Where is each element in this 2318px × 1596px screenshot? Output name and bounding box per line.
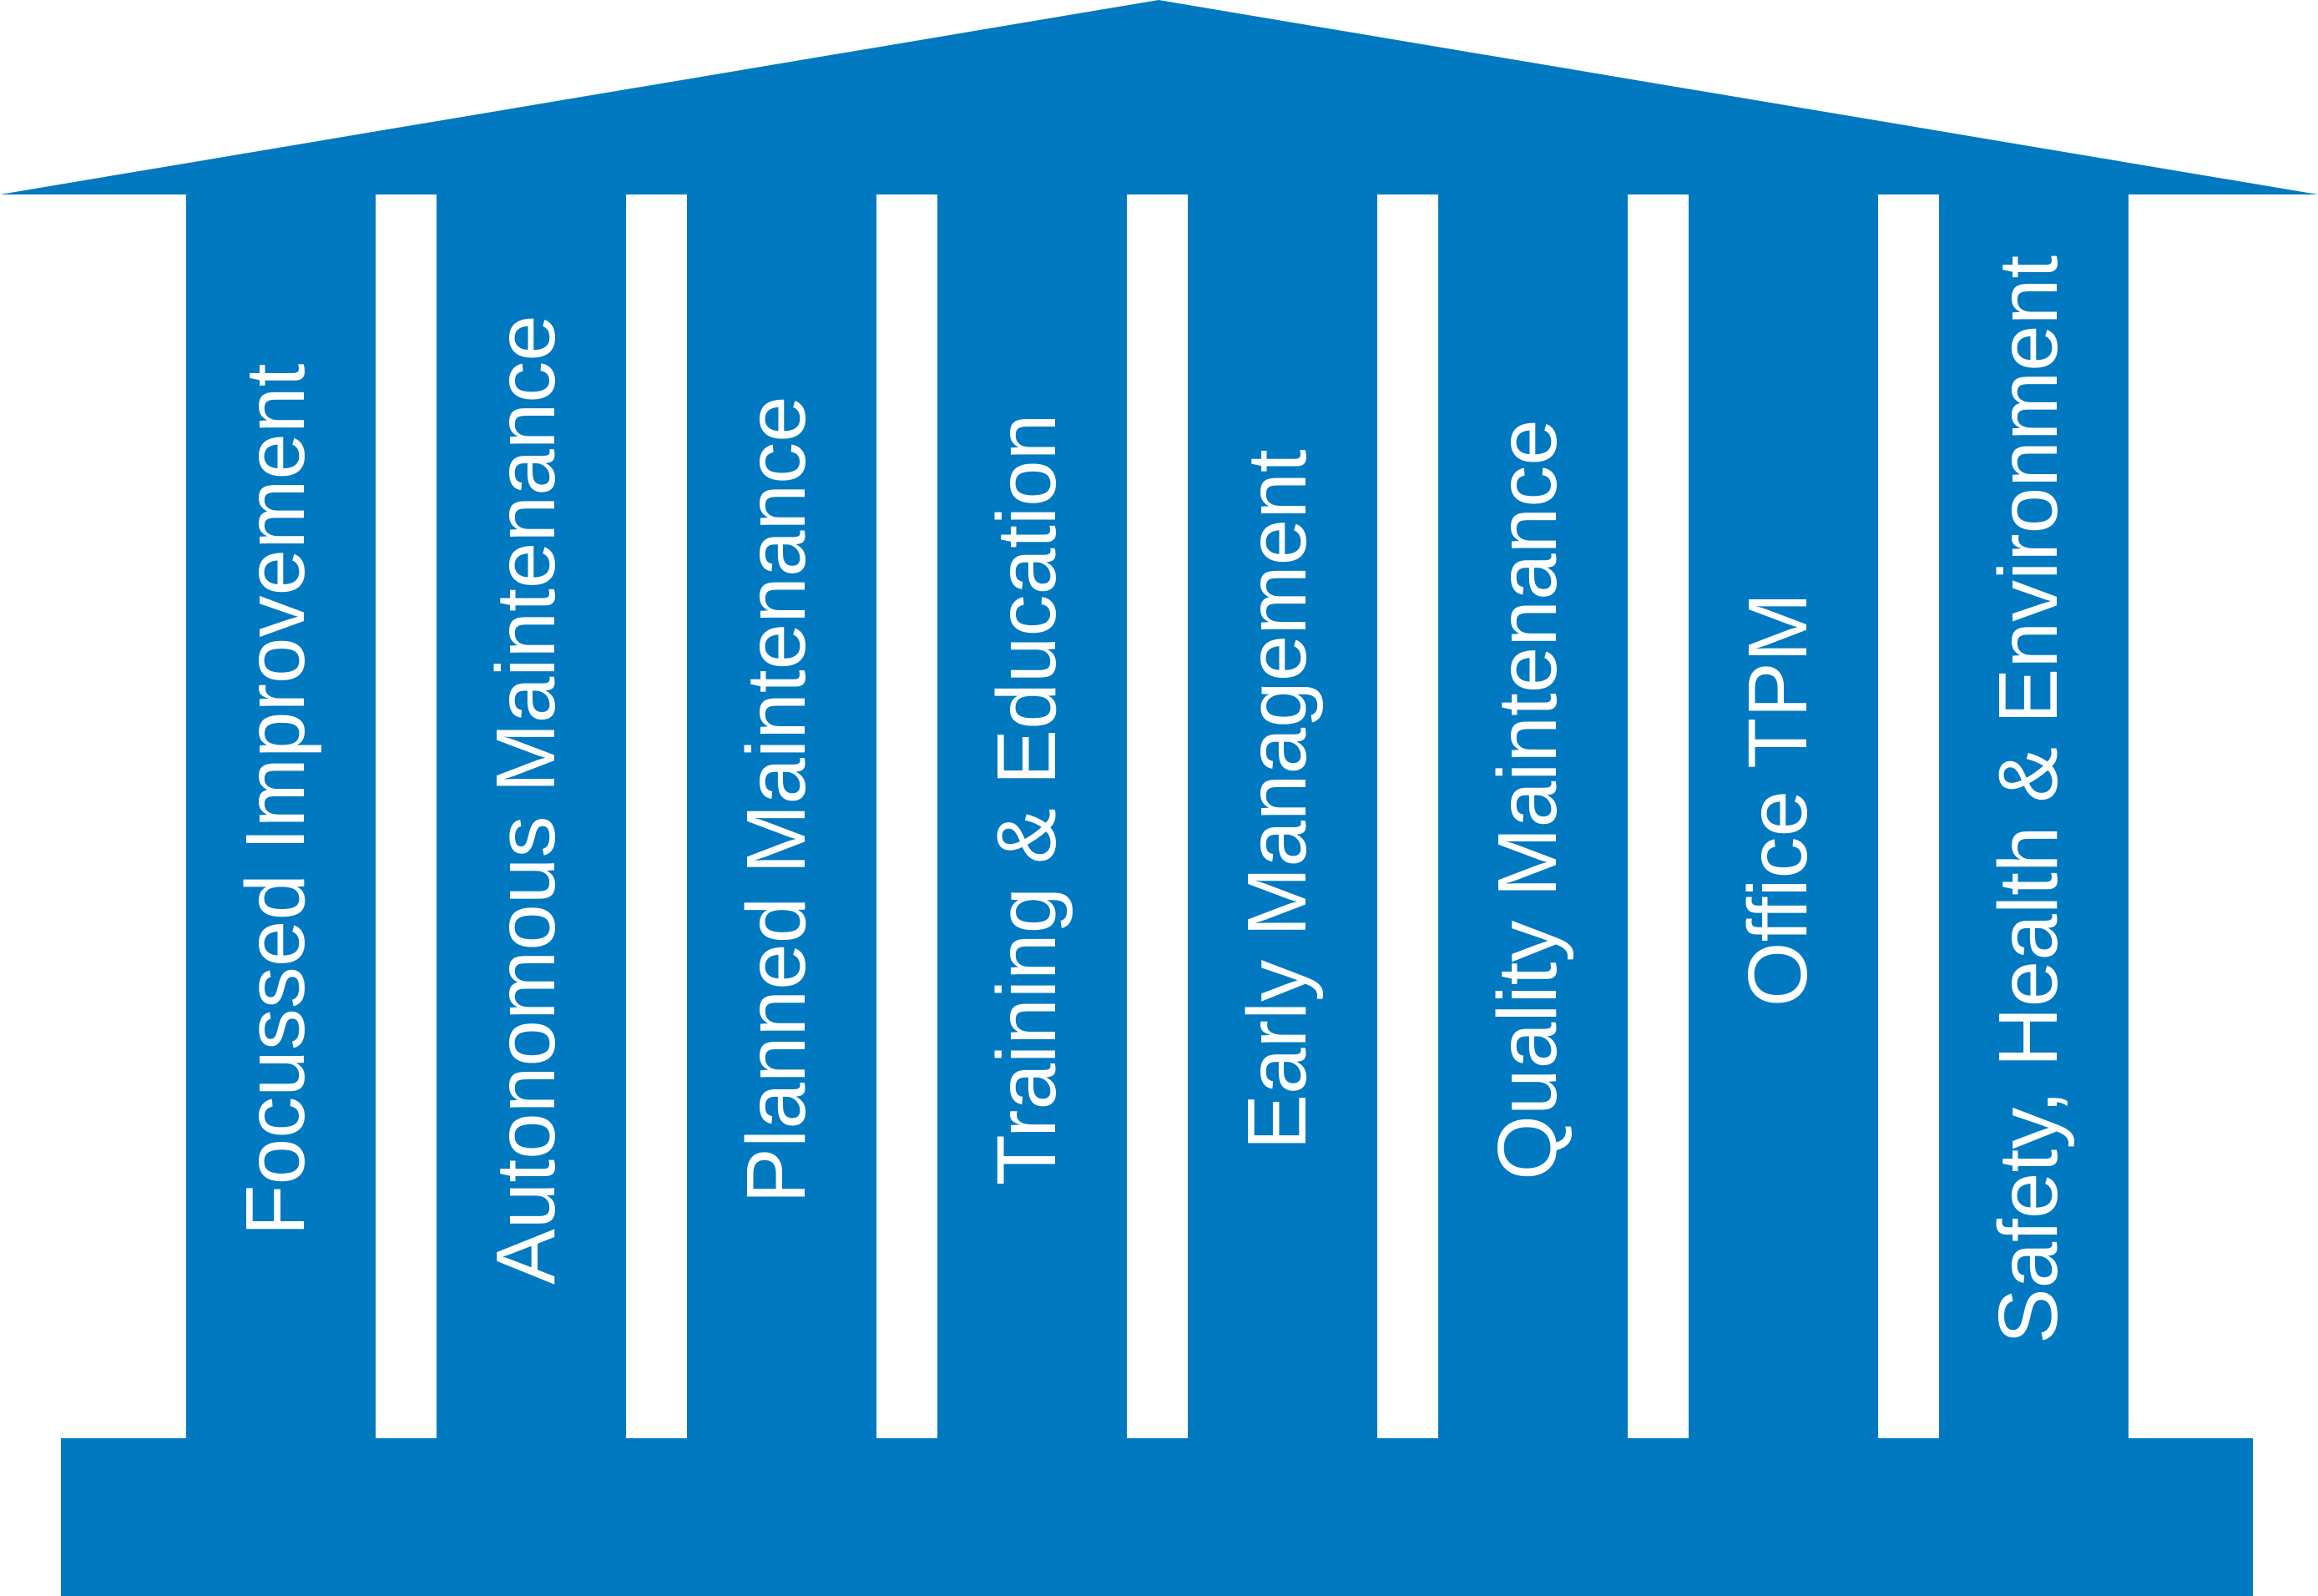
pillar-column [687, 194, 876, 1439]
pillar-column [437, 194, 626, 1439]
pillar-label: Autonomous Maintenance [479, 315, 573, 1285]
pillar-column [1689, 194, 1878, 1439]
pillar-column [1438, 194, 1628, 1439]
roof [0, 0, 2318, 194]
pillar-label: Early Management [1230, 449, 1324, 1150]
pillar-label: Safety, Health & Environment [1982, 255, 2075, 1345]
pillar-3: Planned Maintenance [687, 194, 876, 1439]
pillar-column [1188, 194, 1377, 1439]
pillar-label: Planned Maintenance [730, 396, 823, 1203]
pillar-label: Office TPM [1731, 593, 1825, 1007]
pillar-7: Office TPM [1689, 194, 1878, 1439]
pillar-8: Safety, Health & Environment [1939, 194, 2129, 1439]
pillar-column [937, 194, 1127, 1439]
pillar-label: Training & Education [980, 414, 1073, 1186]
pillar-2: Autonomous Maintenance [437, 194, 626, 1439]
pillar-label: Quality Maintenance [1481, 419, 1574, 1180]
pillar-label: Focussed Improvement [229, 363, 322, 1235]
pillar-1: Focussed Improvement [186, 194, 376, 1439]
pillar-6: Quality Maintenance [1438, 194, 1628, 1439]
pillar-column [1939, 194, 2129, 1439]
pillar-5: Early Management [1188, 194, 1377, 1439]
foundation [61, 1438, 2253, 1596]
pillar-4: Training & Education [937, 194, 1127, 1439]
pillar-column [186, 194, 376, 1439]
